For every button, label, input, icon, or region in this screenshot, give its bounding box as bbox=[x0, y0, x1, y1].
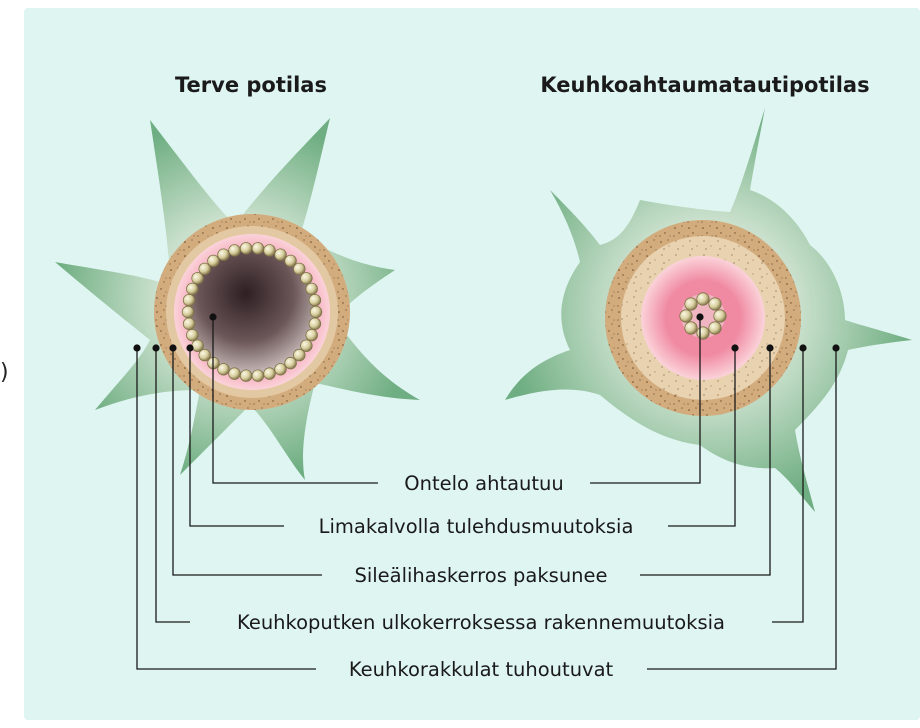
gland-bead bbox=[252, 243, 264, 255]
gland-bead bbox=[697, 327, 709, 339]
gland-bead bbox=[306, 329, 318, 341]
title-copd-patient: Keuhkoahtaumatautipotilas bbox=[540, 73, 869, 97]
gland-bead bbox=[229, 368, 241, 380]
gland-bead bbox=[264, 368, 276, 380]
dot-left-muscle bbox=[169, 344, 176, 351]
gland-bead bbox=[306, 283, 318, 295]
dot-left-alveoli bbox=[133, 344, 140, 351]
label-lumen-narrows: Ontelo ahtautuu bbox=[404, 472, 564, 495]
dot-right-outer bbox=[799, 344, 806, 351]
dot-right-muscle bbox=[766, 344, 773, 351]
label-alveoli-destroyed: Keuhkorakkulat tuhoutuvat bbox=[349, 658, 614, 681]
gland-bead bbox=[714, 310, 726, 322]
gland-bead bbox=[187, 329, 199, 341]
dot-left-lumen bbox=[209, 313, 216, 320]
gland-bead bbox=[309, 294, 321, 306]
gland-bead bbox=[709, 298, 721, 310]
gland-bead bbox=[229, 245, 241, 257]
gland-bead bbox=[192, 340, 204, 352]
gland-bead bbox=[685, 298, 697, 310]
gland-bead bbox=[697, 293, 709, 305]
gland-bead bbox=[309, 318, 321, 330]
gland-bead bbox=[310, 306, 322, 318]
gland-bead bbox=[285, 357, 297, 369]
gland-bead bbox=[275, 249, 287, 261]
gland-bead bbox=[187, 283, 199, 295]
label-outer-layer-changes: Keuhkoputken ulkokerroksessa rakennemuut… bbox=[237, 611, 725, 634]
dot-left-outer bbox=[152, 344, 159, 351]
dot-right-mucosa bbox=[731, 344, 738, 351]
gland-bead bbox=[218, 249, 230, 261]
gland-bead bbox=[240, 243, 252, 255]
gland-bead bbox=[275, 364, 287, 376]
gland-bead bbox=[685, 322, 697, 334]
gland-bead bbox=[301, 273, 313, 285]
gland-bead bbox=[183, 318, 195, 330]
gland-bead bbox=[208, 255, 220, 267]
gland-bead bbox=[218, 364, 230, 376]
gland-bead bbox=[182, 306, 194, 318]
label-smooth-muscle-thickens: Sileälihaskerros paksunee bbox=[354, 564, 607, 587]
gland-bead bbox=[240, 370, 252, 382]
dot-right-lumen bbox=[696, 313, 703, 320]
copd-bronchus bbox=[505, 108, 912, 512]
gland-bead bbox=[709, 322, 721, 334]
gland-bead bbox=[252, 370, 264, 382]
healthy-bronchus bbox=[55, 118, 420, 480]
dot-right-alveoli bbox=[832, 344, 839, 351]
label-mucosa-inflammation: Limakalvolla tulehdusmuutoksia bbox=[319, 515, 634, 538]
title-healthy-patient: Terve potilas bbox=[175, 73, 327, 97]
gland-bead bbox=[264, 245, 276, 257]
dot-left-mucosa bbox=[186, 344, 193, 351]
gland-bead bbox=[680, 310, 692, 322]
gland-bead bbox=[183, 294, 195, 306]
